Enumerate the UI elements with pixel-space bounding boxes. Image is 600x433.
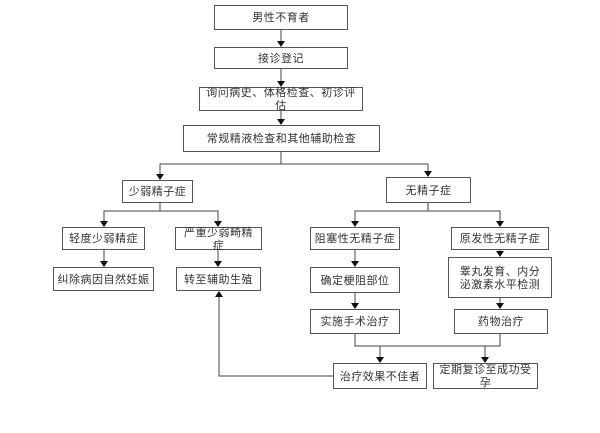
arrowhead: [351, 303, 359, 309]
arrowhead: [351, 221, 359, 227]
node-surgery: 实施手术治疗: [310, 309, 400, 334]
arrowhead: [156, 174, 164, 180]
node-initial-eval: 询问病史、体格检查、初诊评估: [199, 86, 363, 112]
edge-oligo-split: [103, 203, 161, 221]
edge-treatment-merge: [354, 334, 501, 347]
edge-semen-to-oligo: [159, 163, 281, 174]
node-mild-oligo: 轻度少弱精症: [62, 227, 145, 250]
node-follow-up: 定期复诊至成功受孕: [433, 363, 538, 389]
arrowhead: [351, 261, 359, 267]
node-severe-oat: 严重少弱畸精症: [175, 226, 262, 252]
arrowhead: [496, 251, 504, 257]
node-medication: 药物治疗: [454, 309, 548, 334]
node-oligoastheno: 少弱精子症: [122, 180, 193, 203]
arrowhead: [481, 357, 489, 363]
arrowhead: [215, 291, 223, 297]
arrowhead: [277, 41, 285, 47]
edge-oligo-to-severe: [160, 210, 219, 221]
node-primary: 原发性无精子症: [451, 227, 549, 250]
arrowhead: [214, 221, 222, 227]
arrowhead: [496, 221, 504, 227]
node-azoospermia: 无精子症: [386, 177, 471, 203]
arrowhead: [100, 221, 108, 227]
node-registration: 接诊登记: [214, 47, 348, 69]
arrowhead: [214, 261, 222, 267]
node-art-referral: 转至辅助生殖: [176, 267, 261, 291]
node-poor-outcome: 治疗效果不佳者: [333, 363, 427, 389]
arrowhead: [424, 171, 432, 177]
node-obstructive: 阻塞性无精子症: [310, 227, 400, 250]
edge-azoo-to-primary: [428, 210, 501, 221]
node-natural-pregnancy: 纠除病因自然妊娠: [53, 267, 154, 291]
arrowhead: [496, 303, 504, 309]
edge-semen-to-azoo: [281, 163, 429, 171]
node-hormone-test: 睾丸发育、内分泌激素水平检测: [448, 257, 552, 298]
node-locate-obstruction: 确定梗阻部位: [310, 267, 400, 293]
arrowhead: [277, 81, 285, 87]
edge-azoo-split: [354, 203, 429, 221]
node-infertile-male: 男性不育者: [214, 5, 348, 30]
node-semen-exam: 常规精液检查和其他辅助检查: [183, 125, 380, 152]
edge-poor-to-art: [218, 297, 333, 377]
arrowhead: [100, 261, 108, 267]
arrowhead: [277, 119, 285, 125]
arrowhead: [376, 357, 384, 363]
